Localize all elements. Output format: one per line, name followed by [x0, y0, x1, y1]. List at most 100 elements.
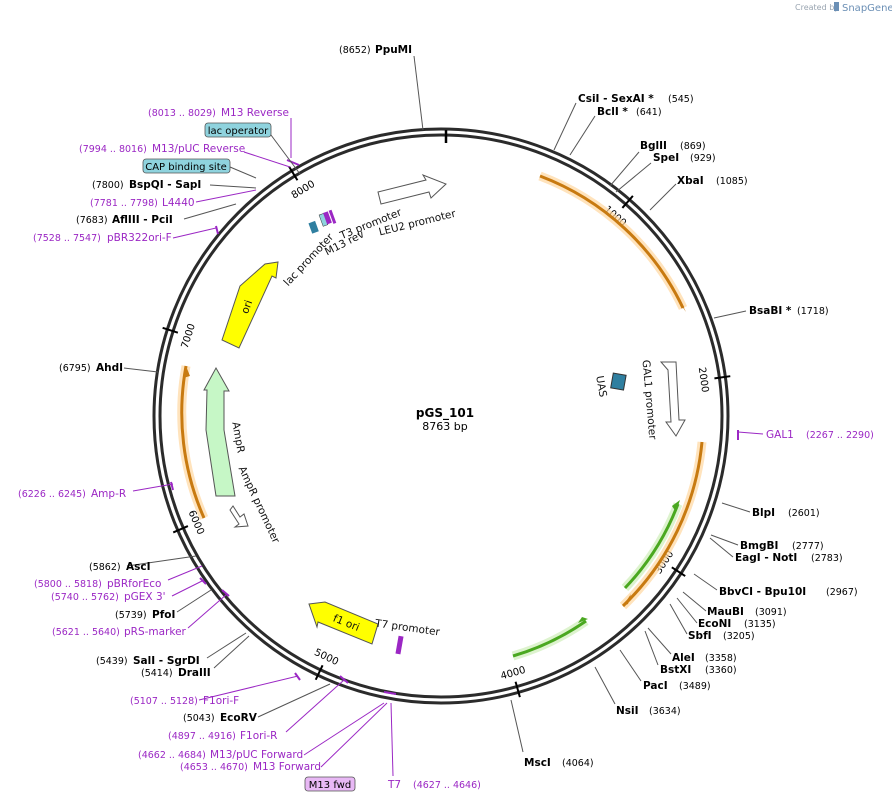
- enzyme-name[interactable]: EcoRV: [220, 712, 258, 724]
- primer-range[interactable]: (8013 .. 8029): [148, 108, 216, 119]
- primer-name[interactable]: F1ori-R: [240, 730, 277, 742]
- leu2-promoter-feature[interactable]: [377, 174, 447, 205]
- primer-range[interactable]: (5740 .. 5762): [51, 592, 119, 603]
- primer-range[interactable]: (2267 .. 2290): [806, 430, 874, 441]
- t3-promoter-feature[interactable]: [328, 209, 337, 224]
- position-tick: [671, 566, 686, 577]
- enzyme-name[interactable]: AleI: [672, 652, 695, 664]
- enzyme-pos: (2967): [826, 587, 858, 598]
- enzyme-name[interactable]: MauBI: [707, 606, 744, 618]
- orf-arc-2[interactable]: [621, 441, 704, 608]
- enzyme-pos: (5739): [115, 610, 147, 621]
- primer-name[interactable]: Amp-R: [91, 488, 126, 500]
- enzyme-name[interactable]: MscI: [524, 757, 551, 769]
- ampr-promoter-feature[interactable]: [229, 505, 249, 528]
- primer-range[interactable]: (7781 .. 7798): [90, 198, 158, 209]
- enzyme-name[interactable]: AscI: [126, 561, 151, 573]
- enzyme-name[interactable]: BclI *: [597, 106, 628, 118]
- orf-arc-1[interactable]: [539, 174, 685, 309]
- enzyme-name[interactable]: AflIII - PciI: [112, 214, 173, 226]
- enzyme-pos: (6795): [59, 363, 91, 374]
- primer-range[interactable]: (5621 .. 5640): [52, 627, 120, 638]
- primer-range[interactable]: (5800 .. 5818): [34, 579, 102, 590]
- primer-mark: [383, 691, 397, 695]
- primer-range[interactable]: (4627 .. 4646): [413, 780, 481, 791]
- enzyme-name[interactable]: EagI - NotI: [735, 552, 797, 564]
- primer-name[interactable]: L4440: [162, 197, 195, 209]
- enzyme-pos: (869): [680, 141, 706, 152]
- enzyme-name[interactable]: SbfI: [688, 630, 712, 642]
- primer-range[interactable]: (4897 .. 4916): [168, 731, 236, 742]
- enzyme-name[interactable]: XbaI: [677, 175, 704, 187]
- orf-green-2-arrow-icon: [578, 617, 588, 623]
- primer-name[interactable]: M13/pUC Forward: [210, 749, 303, 761]
- primer-name[interactable]: T7: [387, 779, 401, 791]
- primer-name[interactable]: pRS-marker: [124, 626, 187, 638]
- enzyme-pos: (3634): [649, 706, 681, 717]
- lac-operator-feature[interactable]: [323, 211, 332, 225]
- enzyme-pos: (545): [668, 94, 694, 105]
- gal1-promoter-feature[interactable]: [659, 361, 686, 437]
- enzyme-name[interactable]: EcoNI: [698, 618, 731, 630]
- t7-promoter-feature[interactable]: [395, 635, 404, 655]
- m13-fwd-box[interactable]: [304, 776, 356, 792]
- ampr-feature[interactable]: [203, 366, 236, 497]
- ori-feature[interactable]: [221, 261, 279, 349]
- enzyme-name[interactable]: BsaBI *: [749, 305, 792, 317]
- enzyme-name[interactable]: DraIII: [178, 667, 211, 679]
- enzyme-name[interactable]: BlpI: [752, 507, 775, 519]
- primer-range[interactable]: (7994 .. 8016): [79, 144, 147, 155]
- enzyme-name[interactable]: SalI - SgrDI: [133, 655, 200, 667]
- enzyme-name[interactable]: BglII: [640, 140, 667, 152]
- primer-labels: (8013 .. 8029) M13 Reverse (7994 .. 8016…: [18, 107, 874, 791]
- enzyme-name[interactable]: CsiI - SexAI *: [578, 93, 654, 105]
- enzyme-name[interactable]: PpuMI: [375, 44, 412, 56]
- enzyme-pos: (5414): [141, 668, 173, 679]
- primer-leader: [171, 579, 205, 597]
- primer-range[interactable]: (7528 .. 7547): [33, 233, 101, 244]
- primer-name[interactable]: GAL1: [766, 429, 794, 441]
- enzyme-pos: (8652): [339, 45, 371, 56]
- enzyme-name[interactable]: BspQI - SapI: [129, 179, 201, 191]
- primer-name[interactable]: pBR322ori-F: [107, 232, 172, 244]
- lac-operator-box[interactable]: [204, 122, 272, 138]
- primer-name[interactable]: pGEX 3': [124, 591, 166, 603]
- primer-leader: [167, 565, 203, 581]
- enzyme-name[interactable]: PfoI: [152, 609, 175, 621]
- enzyme-name[interactable]: NsiI: [616, 705, 639, 717]
- enzyme-name[interactable]: PacI: [643, 680, 668, 692]
- enzyme-pos: (3489): [679, 681, 711, 692]
- primer-mark: [215, 225, 219, 235]
- cap-binding-site-feature[interactable]: [308, 220, 319, 234]
- enzyme-name[interactable]: AhdI: [96, 362, 123, 374]
- orf-green-1[interactable]: [623, 503, 680, 590]
- enzyme-name[interactable]: BmgBI: [740, 540, 778, 552]
- enzyme-name[interactable]: BbvCI - Bpu10I: [719, 586, 806, 598]
- primer-range[interactable]: (5107 .. 5128): [130, 696, 198, 707]
- uas-feature[interactable]: [610, 372, 627, 391]
- enzyme-name[interactable]: SpeI: [653, 152, 679, 164]
- t7-promoter-label: T7 promoter: [373, 617, 441, 638]
- primer-name[interactable]: M13 Reverse: [221, 107, 289, 119]
- primer-range[interactable]: (6226 .. 6245): [18, 489, 86, 500]
- orf-arc-1-arrow-icon: [679, 300, 686, 312]
- primer-range[interactable]: (4653 .. 4670): [180, 762, 248, 773]
- primer-range[interactable]: (4662 .. 4684): [138, 750, 206, 761]
- primer-name[interactable]: M13 Forward: [253, 761, 321, 773]
- enzyme-leader: [123, 367, 159, 373]
- lac-operator-label: lac operator: [208, 126, 269, 137]
- enzyme-leader: [721, 502, 751, 513]
- primer-leader: [195, 189, 257, 203]
- enzyme-pos: (3135): [744, 619, 776, 630]
- f1-ori-feature[interactable]: [308, 601, 379, 645]
- primer-name[interactable]: F1ori-F: [203, 695, 239, 707]
- orf-green-2[interactable]: [512, 619, 587, 658]
- enzyme-name[interactable]: BstXI: [660, 664, 691, 676]
- primer-name[interactable]: pBRforEco: [107, 578, 161, 590]
- cap-binding-site-box[interactable]: [142, 158, 231, 174]
- enzyme-leader: [257, 683, 331, 718]
- gal1-promoter-label: GAL1 promoter: [640, 359, 659, 440]
- lac-promoter-label: lac promoter: [282, 231, 337, 289]
- primer-name[interactable]: M13/pUC Reverse: [152, 143, 245, 155]
- orf-arc-3[interactable]: [180, 365, 206, 519]
